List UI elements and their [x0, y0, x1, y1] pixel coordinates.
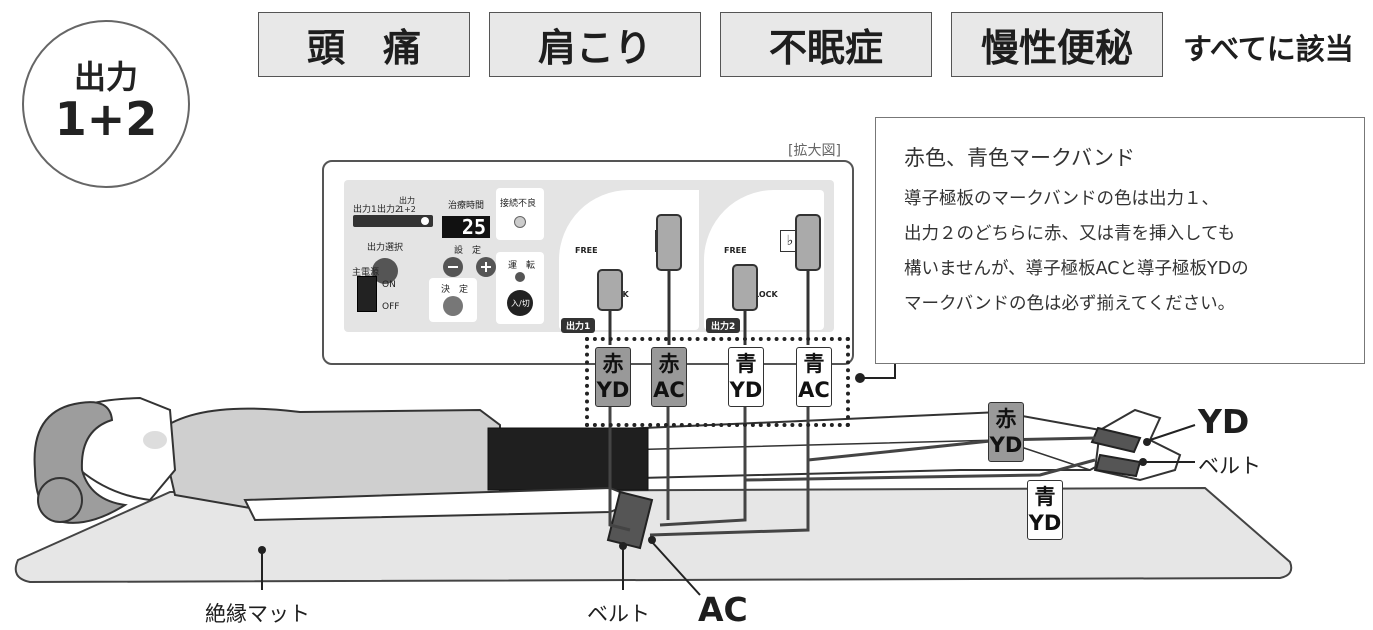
callout-yd: YD [1198, 402, 1250, 441]
decide-label: 決 定 [441, 285, 469, 295]
band-pad: YD [729, 378, 763, 402]
run-lamp [515, 272, 525, 282]
run-label: 運 転 [508, 261, 536, 271]
minus-button[interactable] [443, 257, 463, 277]
band-color: 赤 [658, 352, 680, 376]
output-label: 出力 [73, 58, 138, 96]
setting-label: 設 定 [454, 246, 482, 256]
note-title: 赤色、青色マークバンド [904, 146, 1135, 170]
band-color: 青 [803, 352, 825, 376]
jack2-free-label: FREE [724, 246, 747, 255]
connection-panel: 接続不良 [496, 188, 544, 240]
callout-belt-waist: ベルト [587, 602, 650, 626]
minus-icon [448, 266, 458, 268]
jack2-tag: 出力2 [706, 318, 741, 333]
band-pad: YD [596, 378, 630, 402]
ankle-belt-lower [1094, 453, 1142, 478]
ankle-band-blue-yd: 青 YD [1027, 480, 1063, 540]
band-pad: YD [1028, 511, 1062, 535]
band-highlight-frame [585, 337, 850, 427]
symptom-constipation: 慢性便秘 [951, 12, 1163, 77]
decide-button[interactable] [443, 296, 463, 316]
run-onoff-label: 入/切 [511, 299, 530, 308]
callout-belt-ankle: ベルト [1198, 454, 1261, 478]
band-color: 赤 [995, 407, 1017, 431]
treatment-time-label: 治療時間 [448, 201, 485, 211]
timer-display: 25 [442, 216, 490, 238]
callout-lines [261, 364, 1196, 596]
output-mode: 1+2 [54, 92, 158, 146]
decide-panel: 決 定 [429, 278, 477, 322]
zoom-label: [拡大図] [788, 143, 841, 159]
out12-label: 出力 1+2 [399, 196, 416, 214]
plus-button[interactable] [476, 257, 496, 277]
band-color: 赤 [602, 352, 624, 376]
band-blue-yd: 青 YD [728, 347, 764, 407]
out2-label: 出力2 [377, 205, 401, 215]
output-indicator-bar [353, 215, 433, 227]
jack2-panel: ♭ FREE LOCK 出力2 [704, 190, 824, 333]
output-mode-badge: 出力 1+2 [22, 20, 190, 188]
run-onoff-button[interactable]: 入/切 [507, 290, 533, 316]
power-switch[interactable] [357, 276, 377, 312]
band-color: 青 [1034, 485, 1056, 509]
power-on-label: ON [382, 280, 396, 290]
mark-band-note: 赤色、青色マークバンド 導子極板のマークバンドの色は出力１、 出力２のどちらに赤… [875, 117, 1365, 364]
power-off-label: OFF [382, 302, 400, 312]
symptom-headache: 頭 痛 [258, 12, 470, 77]
band-pad: AC [798, 378, 830, 402]
output-select-label: 出力選択 [367, 243, 404, 253]
person-cheek [143, 431, 167, 449]
band-red-ac: 赤 AC [651, 347, 687, 407]
band-blue-ac: 青 AC [796, 347, 832, 407]
run-panel: 運 転 入/切 [496, 252, 544, 324]
symptom-insomnia: 不眠症 [720, 12, 932, 77]
symptoms-all-applicable: すべてに該当 [1183, 32, 1354, 66]
band-color: 青 [735, 352, 757, 376]
bad-connection-lamp [514, 216, 526, 228]
note-line-1: 導子極板のマークバンドの色は出力１、 [904, 189, 1219, 209]
note-line-4: マークバンドの色は必ず揃えてください。 [904, 294, 1236, 314]
person-pants [487, 427, 649, 491]
note-line-2: 出力２のどちらに赤、又は青を挿入しても [904, 224, 1236, 244]
jack1-tag: 出力1 [561, 318, 596, 333]
bad-connection-label: 接続不良 [500, 199, 537, 209]
band-red-yd: 赤 YD [595, 347, 631, 407]
power-label: 主電源 [352, 268, 380, 278]
out1-label: 出力1 [353, 205, 377, 215]
callout-ac: AC [698, 590, 748, 629]
output-indicator-lamp [421, 217, 429, 225]
band-pad: AC [653, 378, 685, 402]
jack2-lock-label: LOCK [754, 290, 778, 299]
callout-mat: 絶縁マット [205, 602, 310, 626]
band-pad: YD [989, 433, 1023, 457]
person-hair-bun [37, 477, 83, 523]
jack1-free-label: FREE [575, 246, 598, 255]
symptom-stiff-shoulders: 肩こり [489, 12, 701, 77]
note-line-3: 構いませんが、導子極板ACと導子極板YDの [904, 259, 1249, 279]
ankle-band-red-yd: 赤 YD [988, 402, 1024, 462]
